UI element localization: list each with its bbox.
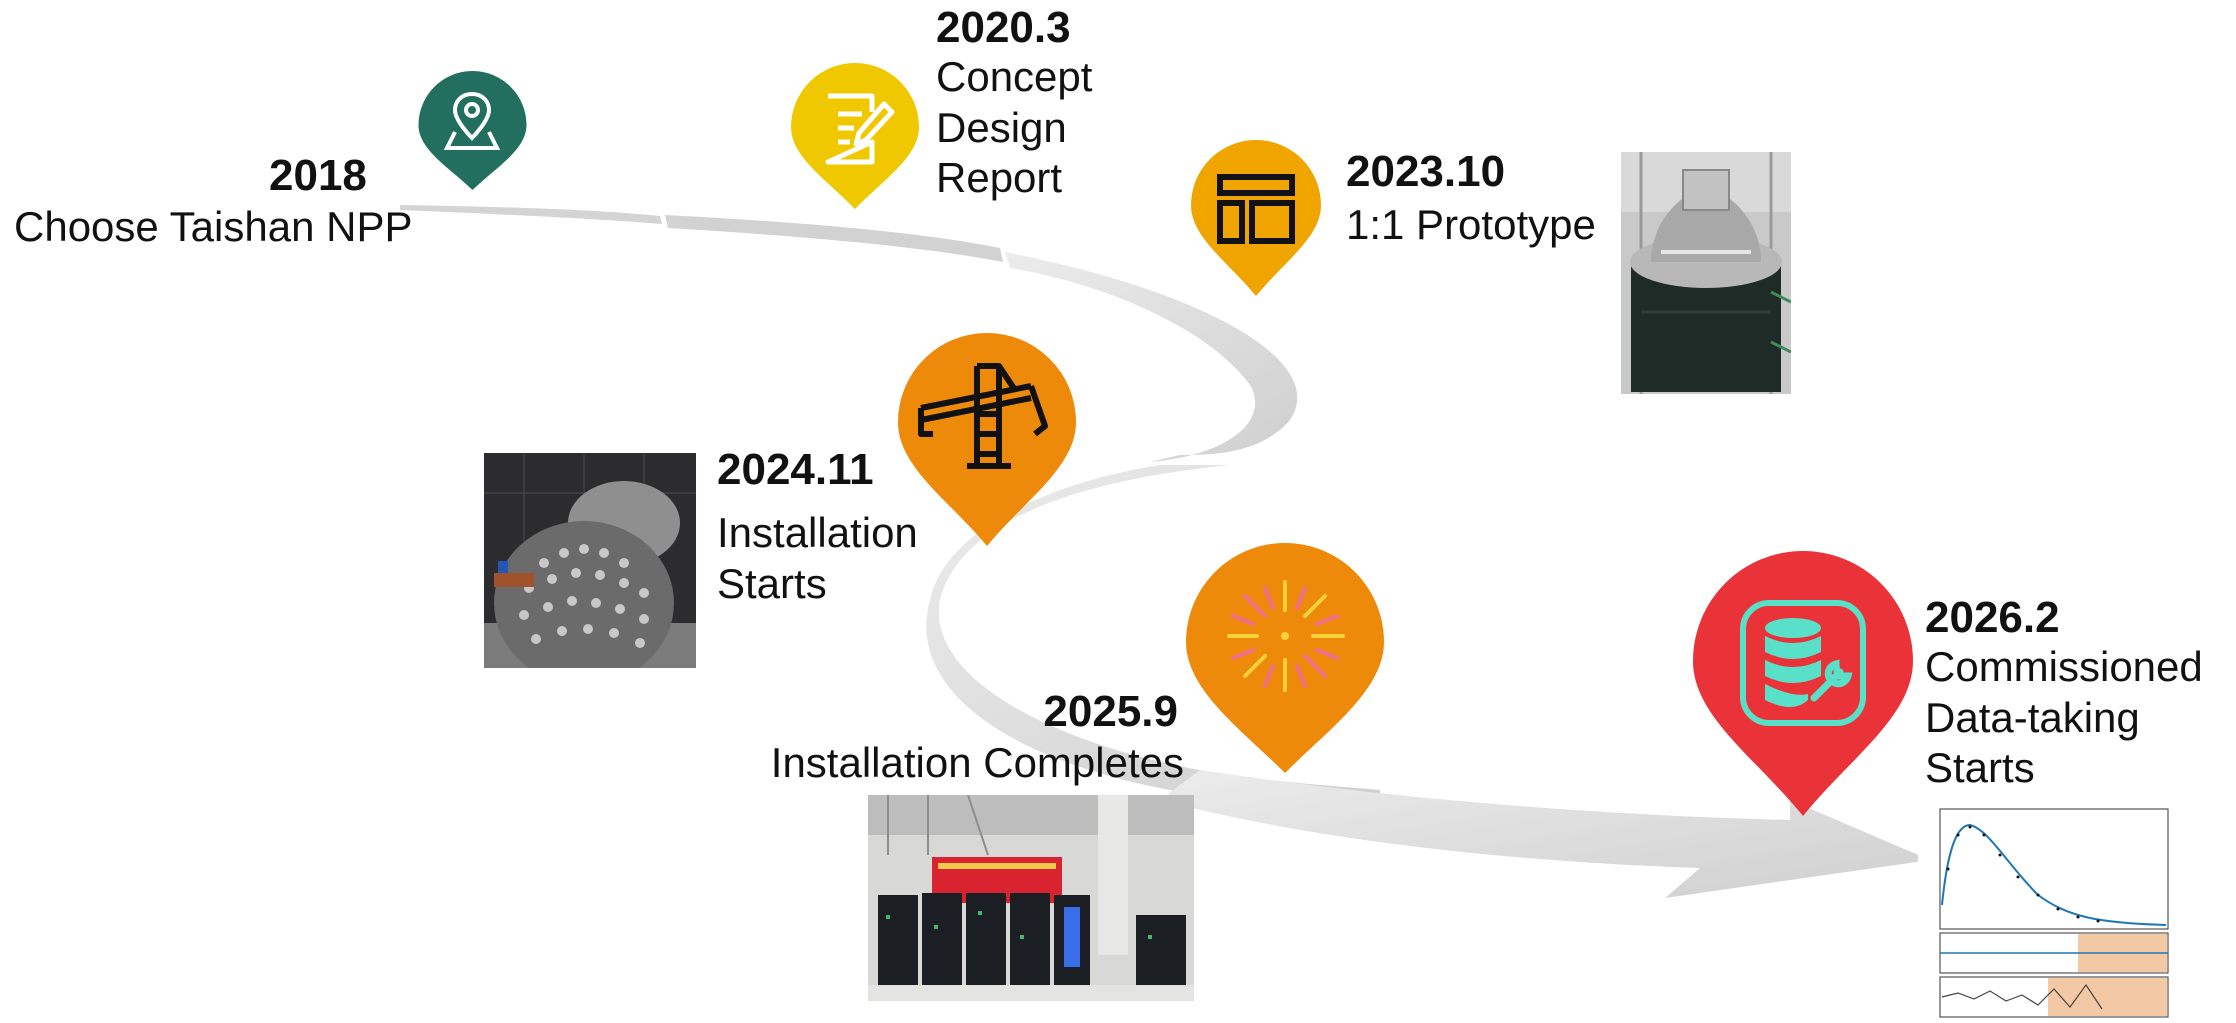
milestone-2025-9-label: 2025.9 Installation Completes <box>744 687 1184 787</box>
milestone-event-line: Commissioned <box>1925 643 2203 691</box>
milestone-2026-2-label: 2026.2 Commissioned Data-taking Starts <box>1925 593 2203 794</box>
milestone-event-line: Data-taking <box>1925 693 2140 741</box>
milestone-event-line: Design <box>936 103 1067 151</box>
milestone-event-line: Starts <box>717 559 827 607</box>
milestone-event-line: Starts <box>1925 744 2035 792</box>
path-segment-1 <box>400 205 662 224</box>
pin-2024-11 <box>898 333 1076 546</box>
milestone-2024-11-label: 2024.11 Installation Starts <box>717 445 918 609</box>
prototype-photo <box>1621 152 1791 394</box>
milestone-event-line: Concept <box>936 53 1093 101</box>
milestone-event: Choose Taishan NPP <box>14 203 413 251</box>
dome-installation-photo <box>484 453 696 668</box>
milestone-year: 2020.3 <box>936 3 1071 52</box>
layout-icon <box>1217 174 1295 244</box>
milestone-year: 2023.10 <box>1346 147 1506 196</box>
path-segment-2 <box>665 215 1003 262</box>
server-room-photo <box>868 795 1194 1001</box>
milestone-year: 2025.9 <box>1043 687 1178 736</box>
database-wrench-icon <box>1740 600 1866 726</box>
milestone-2023-10-label: 2023.10 1:1 Prototype <box>1346 147 1596 249</box>
pin-2020-3 <box>791 63 919 209</box>
pin-2023-10 <box>1191 140 1321 296</box>
milestone-event: 1:1 Prototype <box>1346 201 1596 249</box>
crane-icon <box>918 363 1048 469</box>
milestone-year: 2026.2 <box>1925 593 2060 642</box>
milestone-2020-3-label: 2020.3 Concept Design Report <box>936 3 1093 204</box>
map-pin-icon <box>443 91 501 150</box>
document-edit-icon <box>825 93 895 165</box>
path-segment-4 <box>926 465 1380 812</box>
path-arrow <box>1160 770 1930 898</box>
milestone-event-line: Report <box>936 154 1063 202</box>
milestone-event: Installation Completes <box>770 739 1184 787</box>
milestone-year: 2024.11 <box>717 445 874 494</box>
pin-2025-9 <box>1186 543 1384 773</box>
milestone-event-line: Installation <box>717 509 918 557</box>
data-plot-image <box>1918 805 2174 1023</box>
milestone-year: 2018 <box>269 151 367 200</box>
milestone-2018-label: 2018 Choose Taishan NPP <box>14 151 413 251</box>
pin-2018 <box>418 71 527 190</box>
pin-2026-2 <box>1693 551 1913 816</box>
path-segment-3 <box>1005 252 1298 462</box>
fireworks-icon <box>1227 580 1345 692</box>
